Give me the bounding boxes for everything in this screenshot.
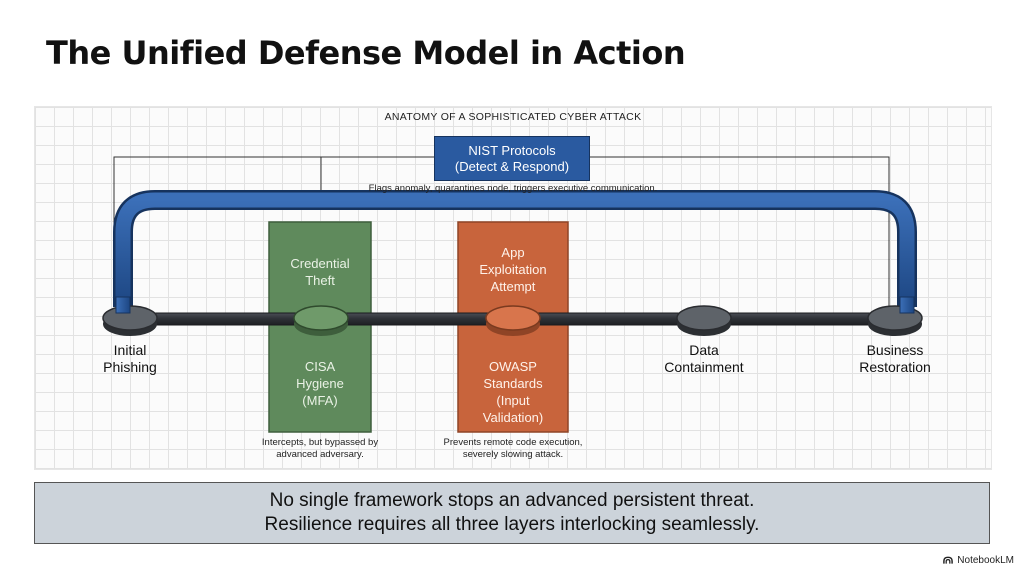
owasp-line2: Standards bbox=[483, 376, 543, 391]
banner-line1: No single framework stops an advanced pe… bbox=[269, 490, 755, 511]
initial-phishing-line2: Phishing bbox=[103, 359, 157, 375]
node-data-containment bbox=[676, 305, 732, 336]
business-restoration-label: Business Restoration bbox=[835, 342, 955, 376]
diagram-graphics bbox=[102, 156, 923, 433]
notebooklm-logo-icon bbox=[943, 556, 954, 564]
summary-banner: No single framework stops an advanced pe… bbox=[34, 482, 990, 544]
owasp-note-line2: severely slowing attack. bbox=[462, 449, 564, 460]
nist-note: Flags anomaly, quarantines node, trigger… bbox=[368, 183, 658, 194]
brand-name: NotebookLM bbox=[957, 555, 1014, 566]
initial-phishing-label: Initial Phishing bbox=[80, 342, 180, 376]
business-restoration-line2: Restoration bbox=[859, 359, 931, 375]
owasp-line1: OWASP bbox=[489, 359, 537, 374]
cisa-note-line2: advanced adversary. bbox=[276, 449, 364, 460]
brand-watermark: NotebookLM bbox=[943, 555, 1014, 566]
nist-arch-fill bbox=[115, 192, 915, 307]
nist-line1: NIST Protocols bbox=[468, 142, 556, 158]
owasp-note: Prevents remote code execution, severely… bbox=[423, 437, 603, 461]
nist-connector-right bbox=[588, 156, 890, 307]
node-app-exploitation bbox=[485, 305, 541, 336]
data-containment-line1: Data bbox=[689, 342, 719, 358]
cisa-note: Intercepts, but bypassed by advanced adv… bbox=[230, 437, 410, 461]
owasp-line4: Validation) bbox=[482, 410, 544, 425]
cisa-line3: (MFA) bbox=[302, 393, 338, 408]
initial-phishing-line1: Initial bbox=[113, 342, 147, 358]
cisa-hygiene-label: CISA Hygiene (MFA) bbox=[269, 358, 371, 409]
nist-line2: (Detect & Respond) bbox=[454, 158, 570, 174]
data-containment-label: Data Containment bbox=[644, 342, 764, 376]
app-exploitation-line1: App bbox=[501, 245, 525, 260]
app-exploitation-line3: Attempt bbox=[490, 279, 536, 294]
owasp-line3: (Input bbox=[496, 393, 530, 408]
diagram-header: ANATOMY OF A SOPHISTICATED CYBER ATTACK bbox=[384, 111, 642, 123]
page-title: The Unified Defense Model in Action bbox=[46, 34, 686, 72]
cisa-note-line1: Intercepts, but bypassed by bbox=[261, 437, 379, 448]
attack-diagram: ANATOMY OF A SOPHISTICATED CYBER ATTACK … bbox=[34, 106, 992, 470]
owasp-note-line1: Prevents remote code execution, bbox=[443, 437, 583, 448]
nist-protocols-box: NIST Protocols (Detect & Respond) bbox=[434, 136, 590, 181]
data-containment-line2: Containment bbox=[664, 359, 744, 375]
owasp-standards-label: OWASP Standards (Input Validation) bbox=[458, 358, 568, 426]
cisa-line2: Hygiene bbox=[296, 376, 344, 391]
business-restoration-line1: Business bbox=[866, 342, 924, 358]
credential-theft-label: Credential Theft bbox=[269, 255, 371, 289]
cisa-line1: CISA bbox=[304, 359, 336, 374]
credential-theft-line2: Theft bbox=[305, 273, 335, 288]
credential-theft-line1: Credential bbox=[290, 256, 350, 271]
app-exploitation-label: App Exploitation Attempt bbox=[458, 244, 568, 295]
nist-stub-right bbox=[899, 296, 915, 314]
banner-line2: Resilience requires all three layers int… bbox=[264, 514, 760, 535]
nist-stub-left bbox=[115, 296, 131, 314]
node-credential-theft bbox=[293, 305, 349, 336]
app-exploitation-line2: Exploitation bbox=[479, 262, 547, 277]
